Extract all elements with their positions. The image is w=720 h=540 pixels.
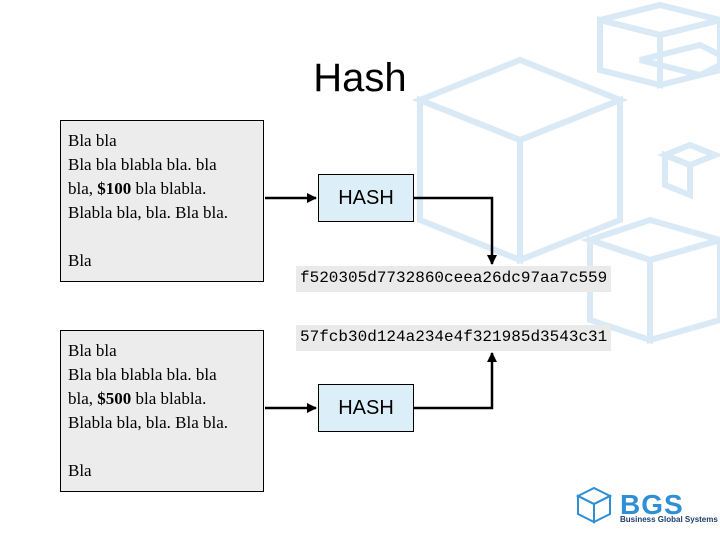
top-doc-line-3: bla, $100 bla blabla. (68, 177, 263, 201)
arrow-top-hash-to-digest (414, 196, 497, 265)
arrow-bottom-hash-to-digest (414, 352, 497, 410)
top-digest: f520305d7732860ceea26dc97aa7c559 (296, 266, 612, 292)
top-doc-line-4: Blabla bla, bla. Bla bla. (68, 203, 229, 222)
top-doc-line-1: Bla bla (68, 131, 117, 150)
top-doc-amount: $100 (97, 179, 132, 198)
top-doc-line-3-suffix: bla blabla. (131, 179, 207, 198)
top-doc-line-6: Bla (68, 251, 92, 270)
top-doc-line-3-prefix: bla, (68, 179, 98, 198)
top-doc-line-2: Bla bla blabla bla. bla (68, 155, 217, 174)
bgs-logo-icon (575, 486, 613, 524)
bottom-digest: 57fcb30d124a234e4f321985d3543c31 (296, 325, 612, 351)
bottom-doc-line-3: bla, $500 bla blabla. (68, 387, 263, 411)
bottom-hash-box: HASH (318, 384, 414, 432)
logo-text: BGS (620, 489, 684, 520)
bottom-doc-amount: $500 (97, 389, 132, 408)
slide-title: Hash (313, 56, 407, 100)
bottom-doc-line-2: Bla bla blabla bla. bla (68, 365, 217, 384)
logo-subtitle: Business Global Systems (620, 515, 718, 524)
bottom-doc-line-3-suffix: bla blabla. (131, 389, 207, 408)
bottom-document: Bla bla Bla bla blabla bla. bla bla, $50… (60, 330, 264, 492)
top-document: Bla bla Bla bla blabla bla. bla bla, $10… (60, 120, 264, 282)
bottom-doc-line-1: Bla bla (68, 341, 117, 360)
bottom-doc-line-4: Blabla bla, bla. Bla bla. (68, 413, 229, 432)
top-hash-box: HASH (318, 174, 414, 222)
bottom-doc-line-6: Bla (68, 461, 92, 480)
bottom-doc-line-3-prefix: bla, (68, 389, 98, 408)
